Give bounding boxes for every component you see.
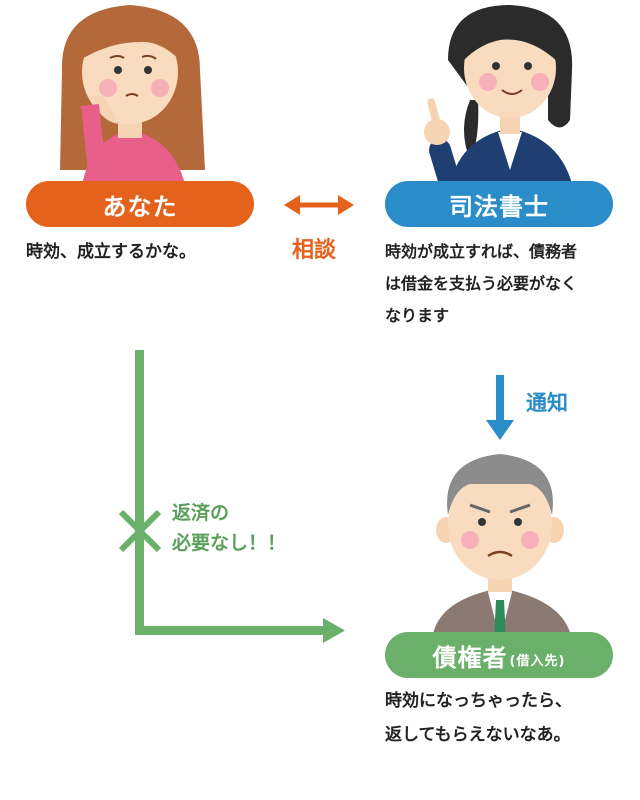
no-repay-line-2: 必要なし！！ <box>172 528 286 558</box>
lawyer-note: 時効が成立すれば、債務者 は借金を支払う必要がなく なります <box>385 236 577 332</box>
lawyer-label-text: 司法書士 <box>449 187 549 222</box>
notice-arrow <box>486 375 514 440</box>
lawyer-label: 司法書士 <box>385 181 613 227</box>
lawyer-illustration <box>424 5 575 200</box>
creditor-label-text: 債権者 <box>433 638 508 673</box>
no-repay-line-1: 返済の <box>172 498 286 528</box>
woman-illustration <box>60 5 205 200</box>
creditor-label: 債権者 (借入先) <box>385 632 613 678</box>
you-thought-text: 時効、成立するかな。 <box>26 242 196 262</box>
creditor-illustration <box>432 454 572 640</box>
you-label-text: あなた <box>103 187 178 222</box>
notice-label-text: 通知 <box>526 391 568 415</box>
consult-arrow <box>284 195 354 215</box>
creditor-speech-line-2: 返してもらえないなあ。 <box>385 718 572 752</box>
creditor-speech-line-1: 時効になっちゃったら、 <box>385 684 572 718</box>
you-thought: 時効、成立するかな。 <box>26 236 196 268</box>
lawyer-note-line-2: は借金を支払う必要がなく <box>385 268 577 300</box>
consult-label: 相談 <box>292 232 336 264</box>
notice-label: 通知 <box>526 387 568 417</box>
no-repay-label: 返済の 必要なし！！ <box>172 498 286 558</box>
repayment-path <box>121 350 345 643</box>
you-label: あなた <box>26 181 254 227</box>
lawyer-note-line-3: なります <box>385 300 577 332</box>
creditor-speech: 時効になっちゃったら、 返してもらえないなあ。 <box>385 684 572 752</box>
lawyer-note-line-1: 時効が成立すれば、債務者 <box>385 236 577 268</box>
consult-label-text: 相談 <box>292 238 336 263</box>
creditor-label-sub: (借入先) <box>510 650 566 669</box>
